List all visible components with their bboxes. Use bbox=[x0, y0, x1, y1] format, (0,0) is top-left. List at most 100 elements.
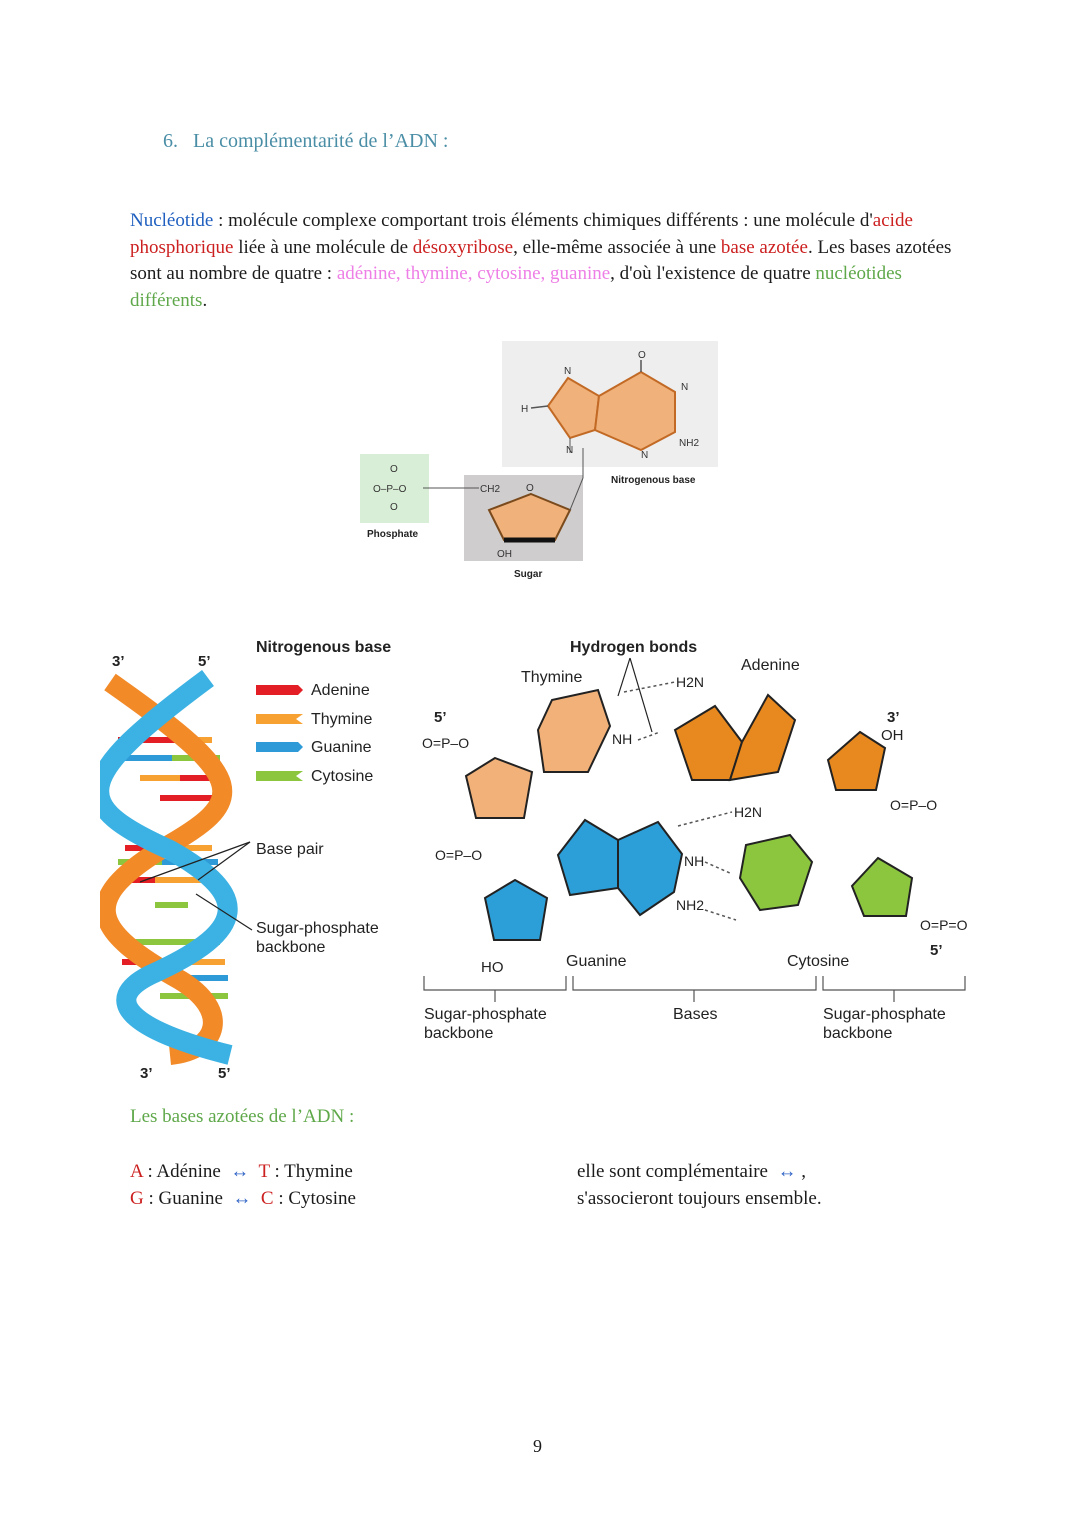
comp-line-1: elle sont complémentaire ↔ , bbox=[577, 1158, 822, 1185]
legend-swatch-thymine bbox=[256, 714, 303, 724]
label-nitrogenous-base: Nitrogenous base bbox=[611, 475, 696, 486]
pair-arrow-2: ↔ bbox=[232, 1188, 252, 1209]
def-text-2: liée à une molécule de bbox=[233, 236, 413, 258]
label-h2n-bottom: H2N bbox=[734, 804, 762, 820]
pair-name-adenine: : Adénine bbox=[142, 1161, 221, 1182]
phosphate-mid-left: O=P–O bbox=[435, 847, 482, 863]
base-n4: N bbox=[566, 445, 573, 456]
sugar-adenine bbox=[826, 730, 887, 791]
section-title: La complémentarité de l’ADN : bbox=[193, 130, 449, 152]
bases-title: Les bases azotées de l’ADN : bbox=[130, 1106, 355, 1127]
pair-name-guanine: : Guanine bbox=[143, 1188, 223, 1209]
pair-row-gc: G : Guanine ↔ C : Cytosine bbox=[130, 1185, 356, 1212]
sugar-thymine bbox=[464, 756, 534, 819]
base-thymine bbox=[536, 688, 612, 773]
base-adenine-five bbox=[728, 693, 797, 782]
label-adenine: Adenine bbox=[741, 657, 800, 674]
label-nh-bottom: NH bbox=[684, 853, 704, 869]
legend-label-guanine: Guanine bbox=[311, 739, 372, 756]
comp-text-end: , bbox=[796, 1161, 806, 1182]
helix-top-5prime: 5’ bbox=[198, 653, 211, 670]
base-cytosine bbox=[738, 833, 814, 912]
sugar-ch2: CH2 bbox=[480, 484, 500, 495]
label-hydrogen-bonds: Hydrogen bonds bbox=[570, 639, 697, 656]
pair-arrow-1: ↔ bbox=[230, 1161, 250, 1182]
label-phosphate: Phosphate bbox=[367, 529, 419, 540]
sugar-o: O bbox=[526, 483, 534, 494]
helix-bottom-5prime: 5’ bbox=[218, 1065, 231, 1082]
base-five-ring bbox=[546, 376, 601, 440]
legend-swatch-cytosine bbox=[256, 771, 303, 781]
base-h: H bbox=[521, 404, 528, 415]
def-text-1: : molécule complexe comportant trois élé… bbox=[213, 210, 873, 231]
comp-line-2: s'associeront toujours ensemble. bbox=[577, 1188, 822, 1209]
label-cytosine: Cytosine bbox=[787, 953, 849, 970]
pair-row-at: A : Adénine ↔ T : Thymine bbox=[130, 1158, 356, 1185]
def-text-4: . Les bases azotées sont au nombre de qu… bbox=[130, 236, 952, 285]
term-acide: acide phosphorique bbox=[130, 210, 913, 258]
legend-label-thymine: Thymine bbox=[311, 711, 372, 728]
legend-swatch-guanine bbox=[256, 742, 303, 752]
label-nh-top: NH bbox=[612, 731, 632, 747]
def-text-6: . bbox=[202, 289, 208, 311]
base-guanine-six bbox=[617, 820, 684, 917]
pair-letter-c: C bbox=[260, 1188, 274, 1209]
label-oh: OH bbox=[881, 727, 904, 744]
label-3prime-top: 3’ bbox=[887, 709, 900, 726]
helix-bottom-3prime: 3’ bbox=[140, 1065, 153, 1082]
base-o: O bbox=[638, 350, 646, 361]
sugar-cytosine bbox=[850, 856, 914, 917]
def-text-3: , elle-même associée à une bbox=[513, 236, 721, 258]
helix-strand-blue bbox=[100, 669, 238, 1065]
page-number: 9 bbox=[533, 1436, 542, 1456]
pair-letter-t: T bbox=[258, 1161, 270, 1182]
comp-arrow: ↔ bbox=[777, 1161, 797, 1182]
bracket-left bbox=[423, 976, 567, 1002]
label-sugar: Sugar bbox=[514, 569, 542, 580]
bracket-right bbox=[822, 976, 966, 1002]
phosphate-background bbox=[360, 454, 429, 523]
phosphate-o-top: O bbox=[390, 464, 398, 475]
pair-letter-a: A bbox=[130, 1161, 143, 1182]
base-adenine-six bbox=[673, 704, 744, 781]
base-nh2: NH2 bbox=[679, 438, 699, 449]
bases-list: adénine, thymine, cytosine, guanine bbox=[336, 263, 611, 284]
bracket-middle bbox=[572, 976, 817, 1002]
base-n2: N bbox=[681, 382, 688, 393]
term-nucleotides: nucléotides différents bbox=[130, 263, 902, 311]
label-guanine: Guanine bbox=[566, 953, 627, 970]
label-h2n-top: H2N bbox=[676, 674, 704, 690]
label-nh2-bottom: NH2 bbox=[676, 897, 704, 913]
sugar-guanine bbox=[483, 878, 549, 941]
sugar-oh: OH bbox=[497, 549, 512, 560]
helix-strand-orange bbox=[100, 673, 233, 1065]
def-text-5: , d'où l'existence de quatre bbox=[610, 263, 816, 284]
nucleotide-definition: Nucléotide : molécule complexe comportan… bbox=[130, 208, 960, 314]
pair-name-cytosine: : Cytosine bbox=[273, 1188, 356, 1209]
nucleotide-diagram: O N N H NH2 N N Nitrogenous base O–P–O O… bbox=[360, 341, 718, 580]
phosphate-right-bottom: O=P=O bbox=[920, 917, 968, 933]
complementarity-note: elle sont complémentaire ↔ , s'associero… bbox=[577, 1158, 822, 1212]
phosphate-formula: O–P–O bbox=[373, 484, 407, 495]
helix-top-3prime: 3’ bbox=[112, 653, 125, 670]
label-5prime-bottom: 5’ bbox=[930, 942, 943, 959]
legend-label-cytosine: Cytosine bbox=[311, 768, 373, 785]
label-base-pair: Base pair bbox=[256, 841, 324, 858]
legend-swatch-adenine bbox=[256, 685, 303, 695]
comp-text-1: elle sont complémentaire bbox=[577, 1161, 768, 1182]
base-n3: N bbox=[641, 450, 648, 461]
term-base-azotee: base azotée bbox=[720, 236, 808, 258]
term-nucleotide: Nucléotide bbox=[130, 210, 214, 231]
legend-title: Nitrogenous base bbox=[256, 639, 391, 656]
label-5prime-top: 5’ bbox=[434, 709, 447, 726]
section-heading: 6. La complémentarité de l’ADN : bbox=[163, 130, 448, 153]
legend: Adenine Thymine Guanine Cytosine bbox=[256, 682, 373, 785]
dna-figure: 3’ 5’ 3’ 5’ Nitrogenous base Adenine Thy… bbox=[100, 639, 968, 1082]
base-n1: N bbox=[564, 366, 571, 377]
phosphate-o-bottom: O bbox=[390, 502, 398, 513]
legend-label-adenine: Adenine bbox=[311, 682, 370, 699]
label-ho: HO bbox=[481, 959, 504, 976]
